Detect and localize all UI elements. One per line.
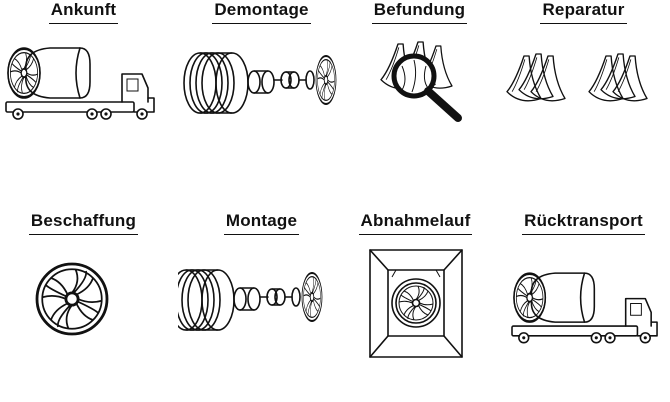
step-label: Beschaffung [0,211,167,235]
step-label: Rücktransport [500,211,667,235]
disassembled-engine-icon [178,40,345,130]
fan-disk-icon [35,262,109,336]
step-label: Reparatur [500,0,667,24]
step-label: Demontage [178,0,345,24]
step-label: Befundung [336,0,503,24]
truck-with-engine-icon [5,36,155,120]
assembled-parts-icon [178,261,345,351]
magnifier-blades-icon [380,41,462,122]
step-label: Montage [178,211,345,235]
repaired-blades-icon [506,53,648,102]
return-truck-icon [511,261,658,344]
test-cell-engine-icon [369,249,463,358]
step-label: Ankunft [0,0,167,24]
step-label: Abnahmelauf [332,211,499,235]
